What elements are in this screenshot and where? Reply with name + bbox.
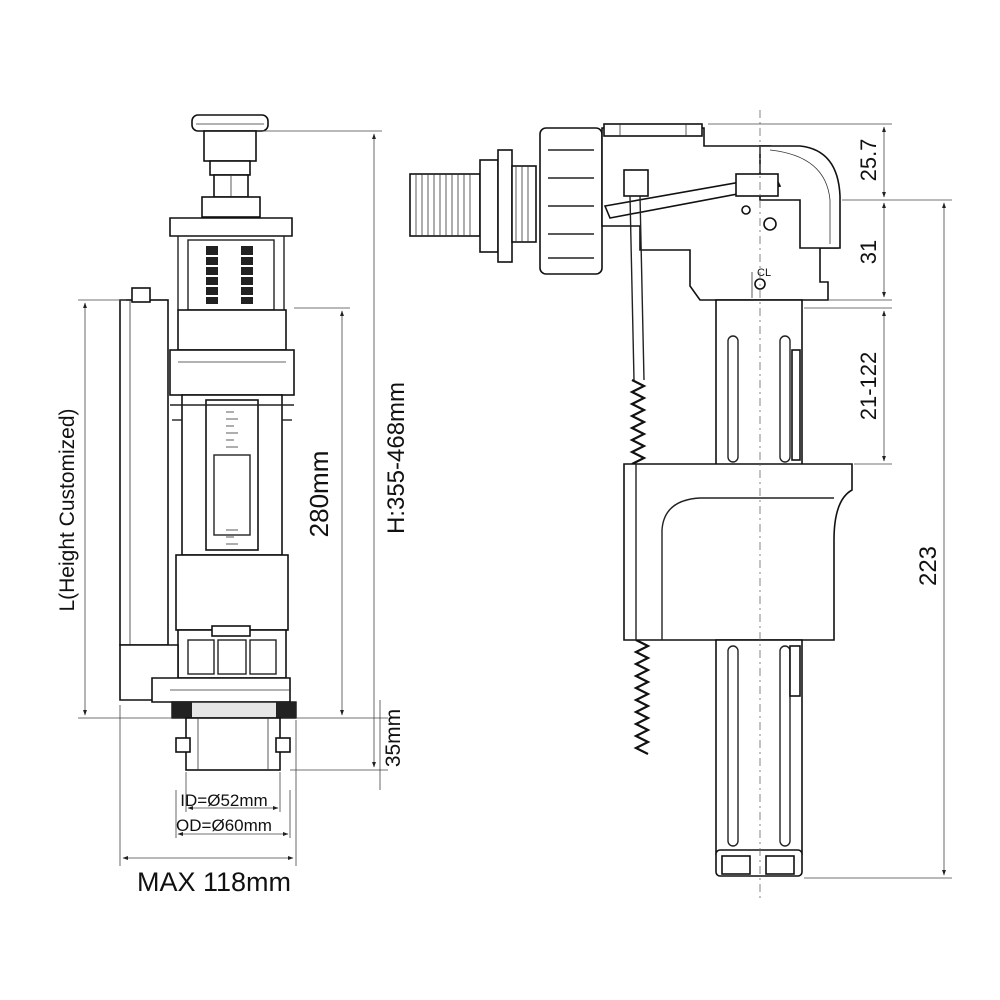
valve-shaft [715, 299, 803, 469]
fill-valve-drawing: CL [409, 110, 952, 900]
max-width-label: MAX 118mm [137, 867, 291, 897]
dim-25-7-label: 25.7 [856, 139, 881, 182]
adjustment-spring-upper [629, 379, 647, 465]
centerline-label: CL [757, 267, 771, 279]
left-dimensions [78, 130, 388, 866]
outer-diameter-label: OD=Ø60mm [176, 816, 272, 835]
outlet-pipe [185, 717, 281, 771]
right-dimensions [708, 123, 952, 879]
inner-diameter-label: ID=Ø52mm [180, 791, 267, 810]
overflow-tube [119, 299, 169, 646]
flush-valve-drawing: L(Height Customized) 280mm H:355-468mm 3… [56, 114, 410, 897]
dim-31-label: 31 [856, 240, 881, 264]
float-cup [623, 463, 853, 641]
outlet-280-label: 280mm [304, 451, 334, 538]
cage-ribs [187, 239, 275, 311]
overall-height-label: H:355-468mm [383, 382, 410, 534]
adjustment-rod-head [623, 169, 649, 197]
dim-223-label: 223 [915, 546, 942, 586]
adjustment-spring-lower [633, 639, 651, 755]
push-button [191, 114, 269, 132]
dim-21-122-label: 21-122 [856, 352, 881, 421]
outlet-35-label: 35mm [382, 709, 405, 767]
threaded-inlet [409, 173, 481, 237]
height-customized-label: L(Height Customized) [56, 408, 79, 611]
